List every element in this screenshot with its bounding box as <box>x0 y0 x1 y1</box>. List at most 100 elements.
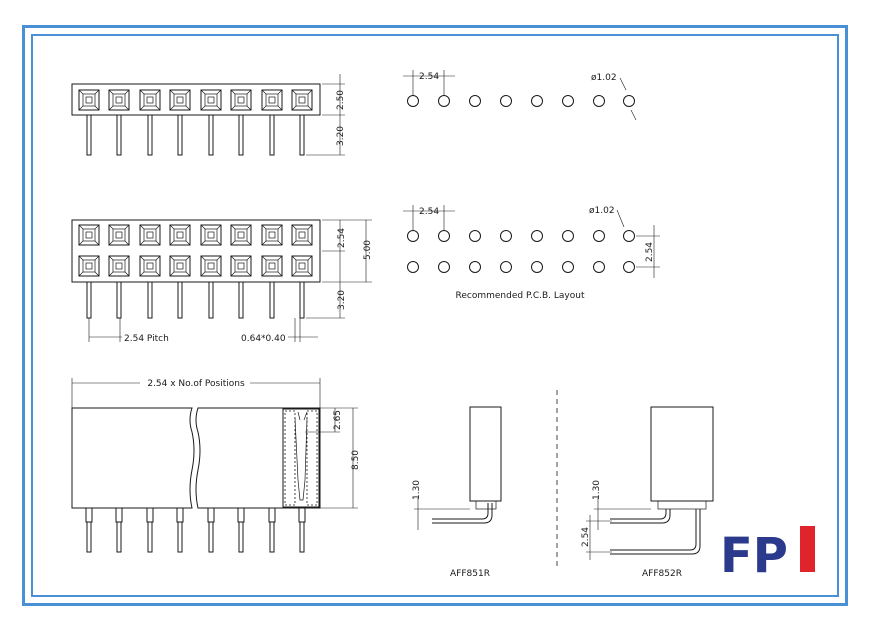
single-pin-5 <box>208 114 214 156</box>
pcb-hole-bottom-1 <box>407 261 419 273</box>
dual-pin-8 <box>299 281 305 319</box>
pcb-hole-top-2 <box>438 230 450 242</box>
dual-contact-bottom-1 <box>78 255 100 277</box>
pcb-hole-bottom-4 <box>500 261 512 273</box>
pin-size-dim: 0.64*0.40 <box>241 334 286 344</box>
fpi-logo: FP <box>720 526 815 584</box>
pcb-dual-row-dim: 2.54 <box>645 242 655 262</box>
side-b-dim: 8.50 <box>351 450 361 470</box>
length-dim: 2.54 x No.of Positions <box>147 379 245 389</box>
pcb-hole-7 <box>593 95 605 107</box>
pcb-hole-top-4 <box>500 230 512 242</box>
dual-pin-7 <box>269 281 275 319</box>
front-pin-2 <box>115 507 123 553</box>
dual-contact-top-8 <box>291 224 313 246</box>
dual-contact-bottom-7 <box>261 255 283 277</box>
pcb-hole-bottom-5 <box>531 261 543 273</box>
inner-frame <box>31 34 839 597</box>
pcb-single-holes <box>407 95 635 107</box>
front-pin-3 <box>146 507 154 553</box>
front-pin-7 <box>268 507 276 553</box>
single-row-contacts <box>78 89 313 111</box>
pcb-hole-top-8 <box>623 230 635 242</box>
pcb-hole-top-3 <box>469 230 481 242</box>
front-section-view: 2.54 x No.of Positions 2.65 8.50 <box>71 377 361 553</box>
single-contact-6 <box>230 89 252 111</box>
pcb-hole-bottom-6 <box>562 261 574 273</box>
top-height-dim: 2.50 <box>336 90 346 110</box>
variant-aff852r: 1.30 2.54 AFF852R <box>581 406 714 579</box>
dual-row-header-view: 2.54 5.00 3.20 2.54 Pitch 0.64*0.40 <box>71 219 373 344</box>
pcb-hole-bottom-2 <box>438 261 450 273</box>
pcb-hole-4 <box>500 95 512 107</box>
pitch-dim: 2.54 Pitch <box>124 334 169 344</box>
single-contact-2 <box>108 89 130 111</box>
dual-contact-top-7 <box>261 224 283 246</box>
dual-contact-bottom-8 <box>291 255 313 277</box>
pcb-hole-6 <box>562 95 574 107</box>
dual-pin-2 <box>116 281 122 319</box>
aff851r-label: AFF851R <box>450 569 490 579</box>
front-pin-8 <box>298 507 306 553</box>
dual-contact-bottom-2 <box>108 255 130 277</box>
single-contact-7 <box>261 89 283 111</box>
pcb-dual-holes <box>407 230 635 273</box>
pcb-hole-bottom-8 <box>623 261 635 273</box>
dual-pin-dim: 3.20 <box>337 290 347 310</box>
front-pin-1 <box>85 507 93 553</box>
pcb-hole-bottom-3 <box>469 261 481 273</box>
front-pins <box>85 507 306 553</box>
dual-contact-bottom-4 <box>169 255 191 277</box>
dual-pin-6 <box>238 281 244 319</box>
pcb-hole-3 <box>469 95 481 107</box>
dual-contact-bottom-3 <box>139 255 161 277</box>
front-pin-4 <box>176 507 184 553</box>
logo-text: FP <box>720 528 788 584</box>
pcb-hole-top-6 <box>562 230 574 242</box>
single-pin-4 <box>177 114 183 156</box>
single-pin-7 <box>269 114 275 156</box>
single-pin-6 <box>238 114 244 156</box>
pcb-hole-1 <box>407 95 419 107</box>
dual-contact-top-3 <box>139 224 161 246</box>
single-pin-1 <box>86 114 92 156</box>
dual-row-dim: 2.54 <box>337 228 347 248</box>
dual-row-contacts <box>78 224 313 277</box>
single-row-body <box>71 83 321 116</box>
single-pin-3 <box>147 114 153 156</box>
pcb-hole-top-5 <box>531 230 543 242</box>
pcb-hole-8 <box>623 95 635 107</box>
front-pin-5 <box>207 507 215 553</box>
dual-pin-1 <box>86 281 92 319</box>
aff851r-dim: 1.30 <box>412 480 422 500</box>
dual-contact-top-5 <box>200 224 222 246</box>
side-a-dim: 2.65 <box>333 410 343 430</box>
variant-aff851r: 1.30 AFF851R <box>412 406 502 579</box>
single-pin-2 <box>116 114 122 156</box>
single-row-pins <box>86 114 305 156</box>
pcb-single-pitch: 2.54 <box>419 72 439 82</box>
front-pin-6 <box>237 507 245 553</box>
single-contact-1 <box>78 89 100 111</box>
dual-contact-bottom-5 <box>200 255 222 277</box>
pcb-single-row: 2.54 ø1.02 <box>403 70 637 121</box>
single-pin-8 <box>299 114 305 156</box>
dual-contact-top-2 <box>108 224 130 246</box>
pcb-hole-bottom-7 <box>593 261 605 273</box>
dual-pin-3 <box>147 281 153 319</box>
aff852r-dim-2: 2.54 <box>581 527 591 547</box>
top-pin-dim: 3.20 <box>336 126 346 146</box>
pcb-dual-row: 2.54 ø1.02 2.54 Recommended P.C.B. Layou… <box>403 205 660 301</box>
dual-contact-top-6 <box>230 224 252 246</box>
pcb-dual-hole: ø1.02 <box>589 206 615 216</box>
pcb-hole-top-7 <box>593 230 605 242</box>
outer-frame <box>22 25 848 606</box>
dual-contact-top-1 <box>78 224 100 246</box>
pcb-single-hole: ø1.02 <box>591 73 617 83</box>
dual-pin-5 <box>208 281 214 319</box>
dual-total-dim: 5.00 <box>363 240 373 260</box>
single-contact-4 <box>169 89 191 111</box>
dual-contact-top-4 <box>169 224 191 246</box>
single-contact-8 <box>291 89 313 111</box>
